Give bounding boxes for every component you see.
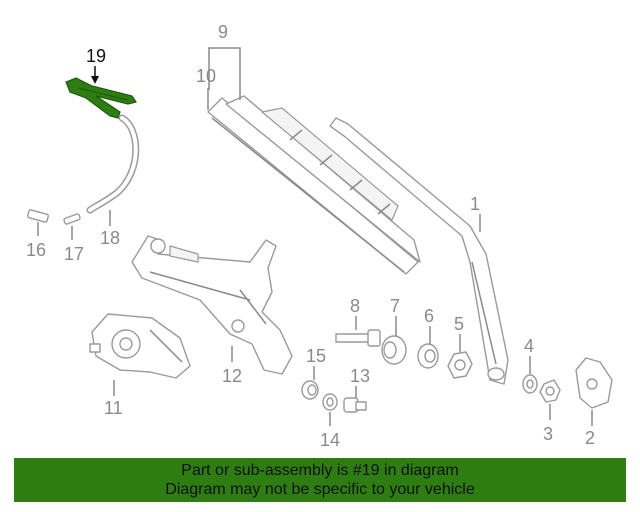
callout-2[interactable]: 2 [585, 428, 595, 448]
callout-6[interactable]: 6 [424, 306, 434, 326]
callout-14[interactable]: 14 [320, 430, 340, 450]
notice-line-1: Part or sub-assembly is #19 in diagram [181, 462, 459, 479]
part-16-clip [27, 209, 49, 223]
callout-16[interactable]: 16 [26, 240, 46, 260]
callout-4[interactable]: 4 [524, 336, 534, 356]
callout-10[interactable]: 10 [196, 66, 216, 86]
callout-9-bracket [208, 47, 241, 100]
part-12-wiper-linkage [131, 235, 293, 375]
callout-8[interactable]: 8 [350, 296, 360, 316]
part-2-cover-cap [575, 357, 613, 409]
callout-3[interactable]: 3 [543, 424, 553, 444]
callout-15[interactable]: 15 [306, 346, 326, 366]
part-7-grommet [381, 335, 407, 365]
callout-19[interactable]: 19 [86, 46, 106, 66]
notice-line-2: Diagram may not be specific to your vehi… [165, 481, 475, 498]
exploded-parts-diagram: 19 18 16 17 9 10 1 [26, 22, 613, 450]
part-11-wiper-motor [89, 313, 191, 379]
part-14-washer [322, 393, 338, 411]
callout-13[interactable]: 13 [350, 366, 370, 386]
part-9-wiper-blade [207, 95, 421, 275]
part-13-bolt [343, 397, 367, 413]
part-18-washer-hose [86, 114, 140, 214]
part-15-nut [301, 380, 319, 400]
callout-1[interactable]: 1 [470, 194, 480, 214]
callout-18[interactable]: 18 [100, 228, 120, 248]
part-19-wiper-motor-bracket[interactable] [65, 77, 137, 119]
callout-19-arrowhead [91, 76, 99, 84]
part-4-washer [522, 374, 538, 394]
notice-banner: Part or sub-assembly is #19 in diagram D… [14, 458, 626, 502]
part-5-nut [447, 351, 473, 379]
callout-7[interactable]: 7 [390, 296, 400, 316]
part-6-bushing [417, 343, 439, 369]
callout-11[interactable]: 11 [104, 398, 123, 418]
callout-17[interactable]: 17 [64, 244, 84, 264]
callout-9[interactable]: 9 [218, 22, 228, 42]
callout-12[interactable]: 12 [222, 366, 242, 386]
callout-5[interactable]: 5 [454, 314, 464, 334]
part-1-wiper-arm [329, 117, 509, 385]
part-3-cap-nut [539, 379, 561, 403]
part-17-clip [63, 213, 81, 225]
part-8-bolt [335, 329, 381, 347]
